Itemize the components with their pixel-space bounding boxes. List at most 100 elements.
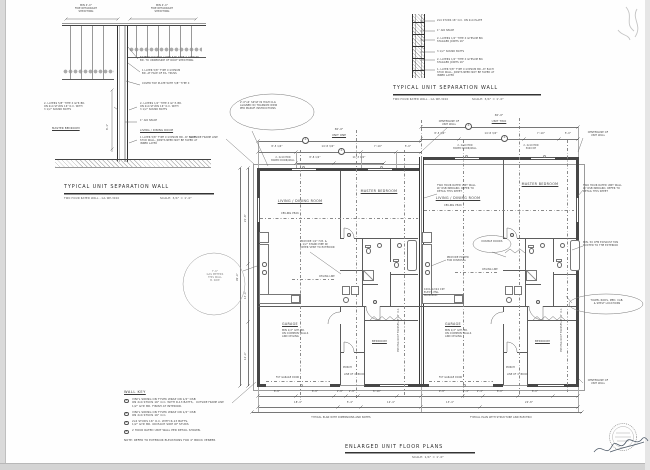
door-tag xyxy=(347,233,351,237)
partition xyxy=(421,306,529,308)
partition xyxy=(503,352,507,354)
room-master-u1: MASTER BEDROOM xyxy=(360,189,398,193)
ceiling-line-left xyxy=(62,79,114,80)
air-space-note: 1" AIR SPACE xyxy=(140,119,158,122)
centerline-note-right-top: CENTERLINE OF UNIT WALL xyxy=(587,131,609,137)
range xyxy=(291,295,300,303)
electrical-symbol xyxy=(543,155,546,158)
double-doors-note: DOUBLE DOORS xyxy=(481,240,503,243)
fridge xyxy=(259,232,269,243)
partition xyxy=(503,160,505,238)
centerline-dash xyxy=(519,118,520,398)
dim: 8'-8 1/2" xyxy=(309,156,321,159)
dim-line xyxy=(258,407,578,408)
room-living-u2: LIVING / DINING ROOM xyxy=(435,196,481,200)
garage-door-u2 xyxy=(429,385,493,386)
dryer xyxy=(514,286,522,295)
detail-section-title: TYPICAL UNIT SEPARATION WALL xyxy=(64,184,170,190)
room-bedroom-u1: BEDROOM xyxy=(372,339,387,343)
dim-left: 13'-4" xyxy=(244,291,247,299)
centerline-dash xyxy=(463,140,464,398)
electrical-symbol xyxy=(300,384,303,387)
partition xyxy=(503,270,525,272)
strip-note-2: 1" AIR SPACE xyxy=(437,29,455,32)
partition xyxy=(340,171,342,238)
electrical-panel-note: 100A 12/24 CKT ELECT. PNL. MAIN BKR. xyxy=(424,288,445,297)
toilet-bowl xyxy=(394,262,399,268)
fridge xyxy=(422,232,432,243)
door-tag xyxy=(536,300,540,304)
floor-slab xyxy=(55,159,211,168)
bathtub xyxy=(407,240,417,271)
dim: 8'-5 1/4" xyxy=(271,145,283,148)
detail-plan-scale: SCALE: 3/4" = 1'-0" xyxy=(472,97,505,101)
toilet-bowl xyxy=(557,262,562,268)
closet-wall xyxy=(527,320,576,321)
plan-scale: SCALE: 1/4" = 1'-0" xyxy=(412,455,445,459)
stud-tick xyxy=(412,46,425,47)
title-underline xyxy=(393,93,541,95)
fire-sheathing-note-right: MIN 4'-0" FIRE RETARDANT SHEATHING xyxy=(150,4,174,13)
room-master-u2: MASTER BEDROOM xyxy=(521,182,559,186)
fire-sheathing-note-left: MIN 4'-0" FIRE RETARDANT SHEATHING xyxy=(74,4,98,13)
fut-garage-door-u1: FUT GARAGE DOOR xyxy=(276,376,300,379)
truss-face-note: 1 LAYER 5/8" TYPE X GYPSUM BD. AT FACE O… xyxy=(142,69,181,75)
title-underline xyxy=(64,192,214,194)
exterior-wall-right xyxy=(576,157,579,387)
dim: 18'-4" xyxy=(294,401,302,404)
dim: 9'-8" xyxy=(438,390,446,393)
ceiling-peak-label-u2: CEILING PEAK xyxy=(444,204,462,207)
scan-edge-right xyxy=(645,0,650,470)
top-plate-note: COVER TOP PLATE WITH 5/8" TYPE X xyxy=(142,82,190,85)
garage-gyp-note-u2: MIN 1/2" GYP. BD. ON COMMON WALLS AND CE… xyxy=(445,329,472,338)
partition xyxy=(553,238,555,262)
wall-key-note: NOTE: REFER TO EXTERIOR ELEVATIONS FOR 4… xyxy=(124,437,216,442)
caption-unit2: TYPICAL PLAN WITH STRUCTURE AND ELECTRIC xyxy=(469,416,533,419)
dryer xyxy=(351,286,359,295)
header-note-u2b: 2- 2x10 HDR 5040 DH xyxy=(523,144,539,150)
dim-left: 14'-4" xyxy=(244,352,247,360)
centerline-dash xyxy=(356,130,357,398)
garage-door-dash-u2 xyxy=(429,381,493,382)
bathtub xyxy=(570,240,580,271)
wall-key-item-2: VINYL SIDING ON TYVEK WRAP ON 1/2" OSB O… xyxy=(132,410,196,418)
centerline-note-right-bottom: CENTERLINE OF UNIT WALL xyxy=(587,379,609,385)
dim-line xyxy=(421,139,578,140)
room-garage-u1: GARAGE xyxy=(282,322,298,326)
strip-note-6: 1- LAYER 5/8" TYPE X GYPSUM BD. AT EACH … xyxy=(437,67,495,77)
standpipe-note: PROVIDE 1/2" H.B. & 1 1/2" STAND PIPE W/… xyxy=(300,240,335,249)
unit2-width-dim: 36'-0" xyxy=(494,113,504,117)
dim: 8'-0" xyxy=(531,390,539,393)
brick-line-note-u1: LINE OF 4" BRICK xyxy=(344,373,365,376)
front-wall-seg xyxy=(421,384,429,387)
lavatory xyxy=(560,243,565,248)
rated-wall-note-left: TWO HOUR RATED UNIT WALL W/ OSB INBOARD,… xyxy=(437,184,476,193)
ceiling-line-label-u2: CEILING LINE xyxy=(482,267,498,271)
partition xyxy=(503,324,505,386)
window-tag: A xyxy=(302,137,309,144)
partition xyxy=(354,238,418,240)
centerline-dash xyxy=(404,150,405,395)
garage-door-u1 xyxy=(266,385,330,386)
dim-line xyxy=(296,163,384,164)
room-porch-u2: PORCH xyxy=(506,366,515,369)
dim: 22'-8" xyxy=(525,401,533,404)
washer xyxy=(505,286,513,295)
lavatory xyxy=(397,243,402,248)
ceiling-peak-label-u1: CEILING PEAK xyxy=(281,212,299,215)
dim: 2'-8" xyxy=(348,390,356,393)
plan-title: ENLARGED UNIT FLOOR PLANS xyxy=(345,444,444,450)
dim: 8'-5 1/4" xyxy=(434,132,446,135)
scan-edge-bottom xyxy=(0,463,650,470)
closet-wall xyxy=(364,320,418,321)
wall-key-item-3: 2x4 STUDS 16" O.C. WITH R-13 BATTS, 1/2"… xyxy=(132,419,189,427)
range xyxy=(454,295,463,303)
room-living-u1: LIVING / DINING ROOM xyxy=(277,199,323,203)
scan-edge-left xyxy=(0,0,6,470)
gas-meters-note: 7'-6" GAS METERS THIS WALL B. SIDE xyxy=(206,270,224,282)
insulation-batt-left xyxy=(63,66,114,79)
ceiling-line-dash-u2 xyxy=(455,272,497,273)
frame-line-note-bottom: OUTSIDE FRAME LINE xyxy=(196,401,224,404)
front-wall-seg xyxy=(527,384,538,387)
